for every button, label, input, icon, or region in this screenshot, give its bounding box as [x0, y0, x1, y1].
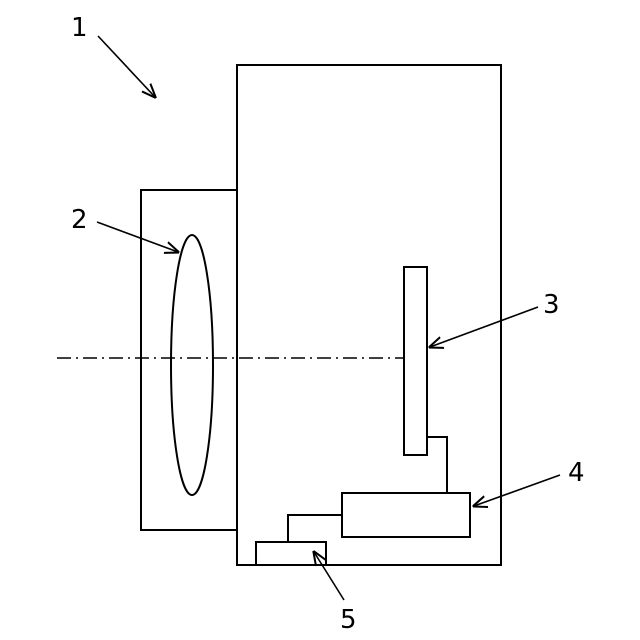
component-wire — [288, 515, 342, 542]
ref-numeral-circuit: 4 — [568, 458, 585, 488]
leader-arrow-component — [314, 552, 344, 600]
ref-numeral-component: 5 — [340, 605, 357, 635]
lens-barrel — [141, 190, 237, 530]
ref-numeral-device: 1 — [71, 13, 88, 43]
ref-numeral-sensor: 3 — [543, 290, 560, 320]
circuit-block — [342, 493, 470, 537]
leader-arrow-lens — [97, 222, 178, 252]
ref-numeral-lens: 2 — [71, 205, 88, 235]
leader-arrow-sensor — [430, 307, 538, 347]
leader-arrow-circuit — [474, 475, 560, 506]
image-sensor — [404, 267, 427, 455]
lens — [171, 235, 213, 495]
sensor-wire — [427, 437, 447, 493]
device-body — [237, 65, 501, 565]
leader-arrow-device — [98, 36, 155, 97]
